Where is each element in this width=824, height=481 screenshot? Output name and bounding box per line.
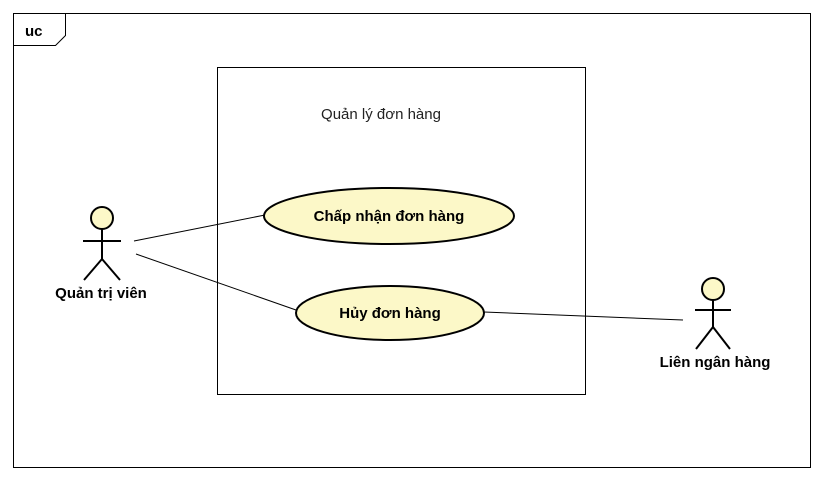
use-case-accept-order[interactable]: Chấp nhận đơn hàng: [263, 187, 515, 245]
use-case-accept-order-label: Chấp nhận đơn hàng: [314, 208, 465, 225]
association-cancel-interbank: [483, 311, 684, 321]
system-name: Quản lý đơn hàng: [321, 106, 441, 123]
actor-admin[interactable]: Quản trị viên: [55, 206, 147, 302]
actor-interbank-label: Liên ngân hàng: [660, 354, 771, 371]
association-admin-accept: [133, 214, 266, 242]
actor-interbank[interactable]: Liên ngân hàng: [660, 277, 771, 371]
frame-tag-box: [13, 13, 66, 46]
actor-admin-icon: [83, 206, 121, 281]
actor-interbank-icon: [695, 277, 731, 350]
use-case-cancel-order-shape: [295, 285, 485, 341]
association-admin-cancel: [135, 253, 297, 311]
use-case-accept-order-shape: [263, 187, 515, 245]
use-case-cancel-order[interactable]: Hủy đơn hàng: [295, 285, 485, 341]
frame-tag-label: uc: [25, 23, 43, 40]
actor-admin-label: Quản trị viên: [55, 285, 147, 302]
use-case-cancel-order-label: Hủy đơn hàng: [339, 305, 441, 322]
